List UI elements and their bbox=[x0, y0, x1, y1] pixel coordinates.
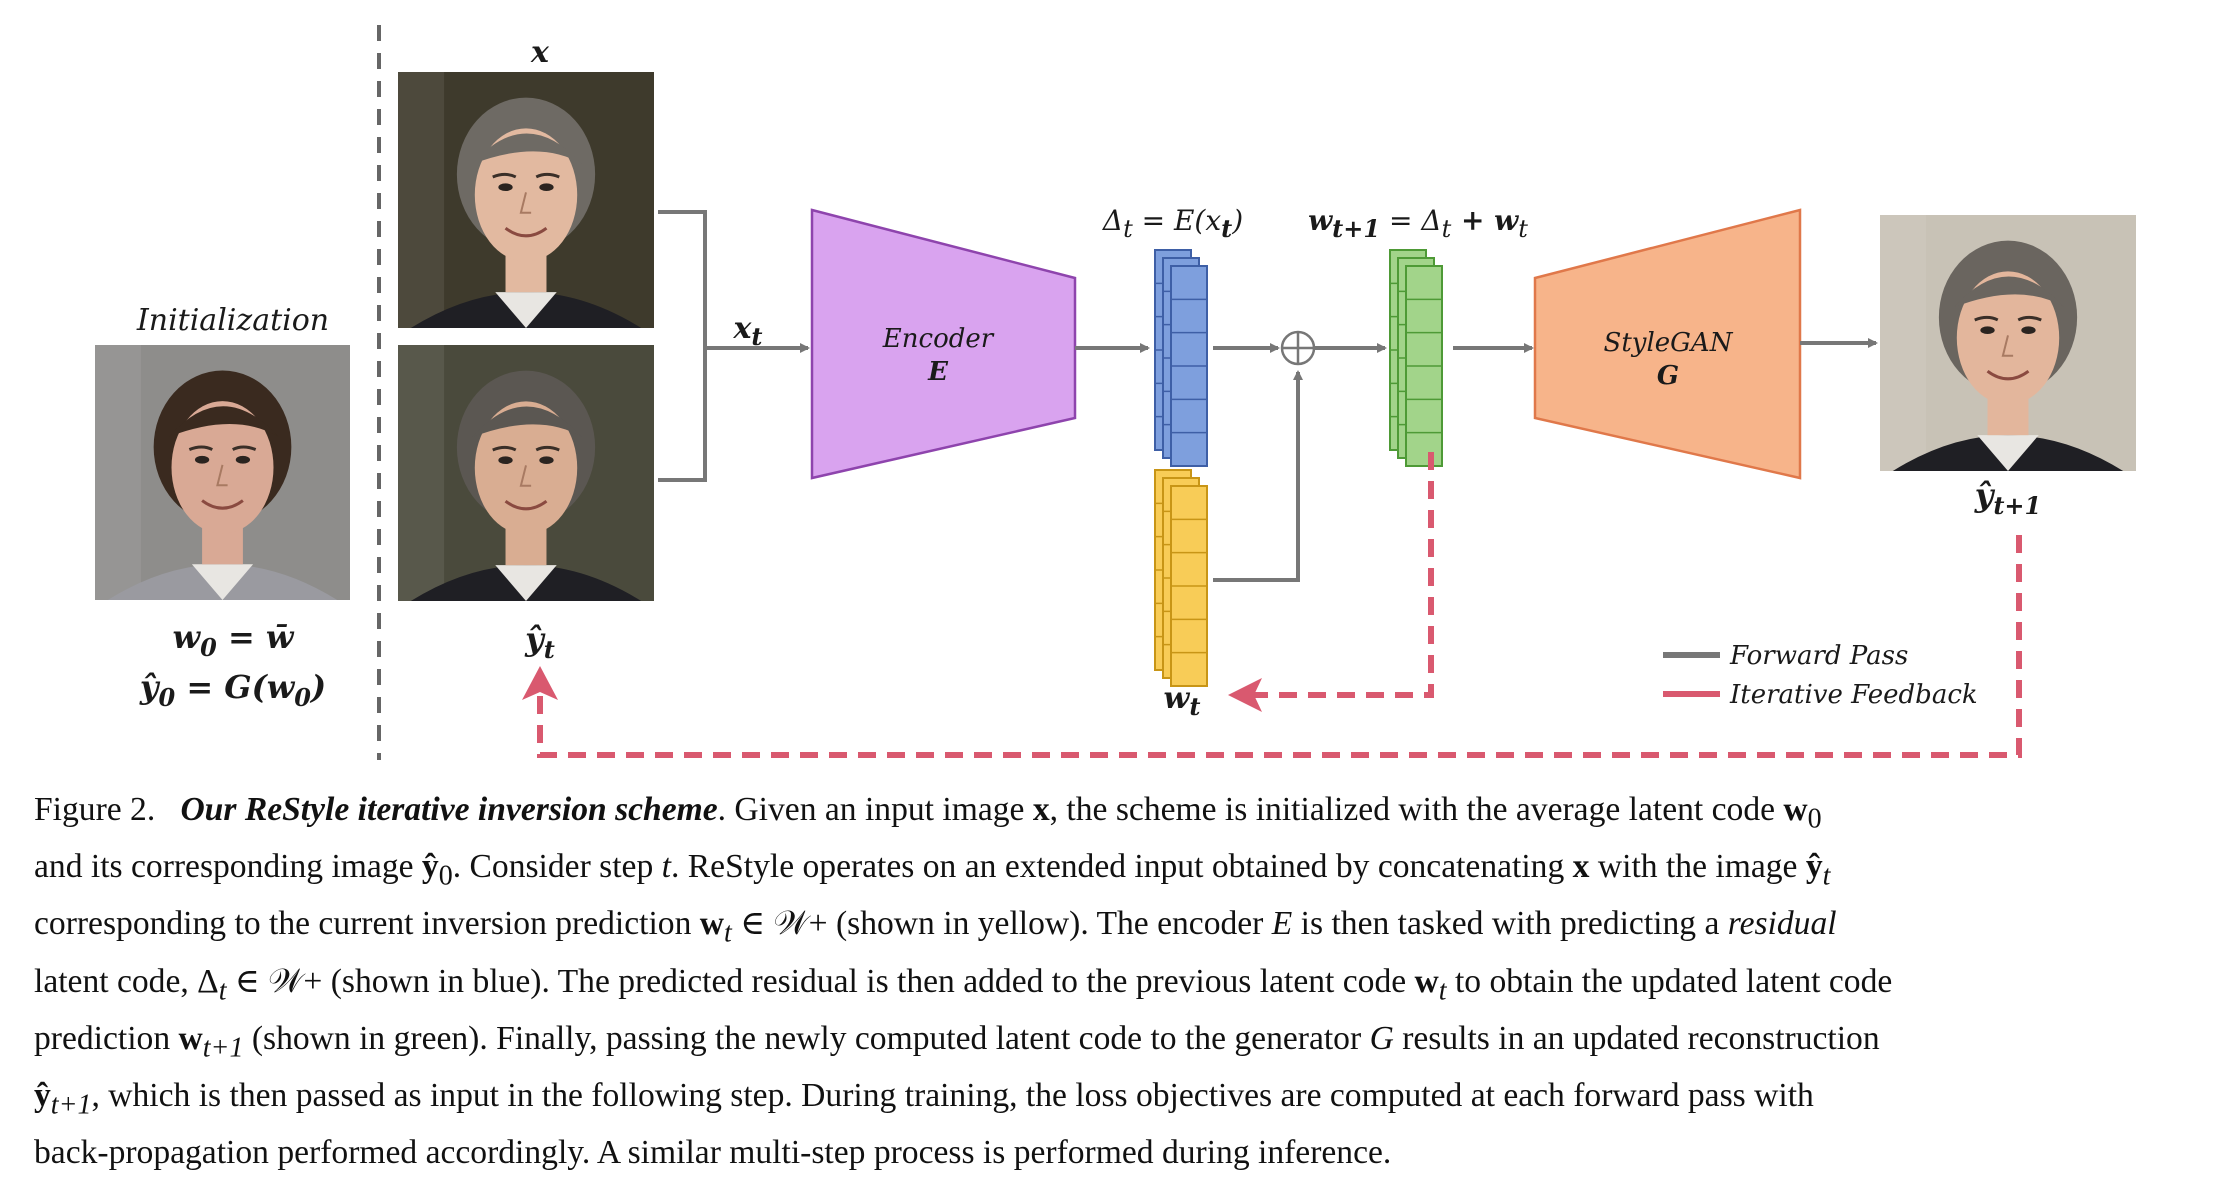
caption-line-6: ŷt+1, which is then passed as input in t… bbox=[34, 1077, 1814, 1121]
average-face-image bbox=[95, 345, 350, 600]
encoder-block bbox=[810, 208, 1077, 480]
init-equation-w0: w0 = w̄ bbox=[173, 618, 295, 662]
output-face-image bbox=[1880, 215, 2136, 471]
concat-label: xt bbox=[733, 311, 763, 351]
feedback-prediction-arrowhead bbox=[522, 666, 558, 700]
caption-line-1: Figure 2. Our ReStyle iterative inversio… bbox=[34, 791, 1822, 835]
prediction-face-image bbox=[398, 345, 654, 601]
generator-block bbox=[1533, 208, 1802, 480]
encoder-name: Encoder bbox=[882, 324, 995, 354]
wt-label: wt bbox=[1164, 681, 1201, 721]
prediction-image-label: ŷt bbox=[524, 620, 555, 664]
input-image-label: x bbox=[530, 35, 550, 70]
caption-line-7: back-propagation performed accordingly. … bbox=[34, 1134, 1392, 1172]
concat-bracket bbox=[658, 210, 707, 482]
caption-line-2: and its corresponding image ŷ0. Consider… bbox=[34, 848, 1831, 892]
legend: Forward Pass Iterative Feedback bbox=[1663, 641, 1978, 710]
wnext-latent-stack bbox=[1389, 249, 1443, 467]
caption-line-3: corresponding to the current inversion p… bbox=[34, 905, 1837, 950]
output-image-label: ŷt+1 bbox=[1974, 476, 2042, 520]
feedback-wnext-to-wt bbox=[1245, 452, 1434, 698]
wnext-latent-card bbox=[1405, 265, 1443, 467]
input-face-image bbox=[398, 72, 654, 328]
legend-forward-label: Forward Pass bbox=[1729, 641, 1908, 671]
wt-to-sum-arrow bbox=[1213, 370, 1303, 582]
wt-latent-stack bbox=[1154, 469, 1208, 687]
sum-node bbox=[1280, 330, 1316, 366]
delta-latent-card bbox=[1170, 265, 1208, 467]
figure-caption: Figure 2. Our ReStyle iterative inversio… bbox=[34, 786, 2194, 1177]
restyle-diagram: Initialization w0 = w̄ ŷ0 = G(w0) x ŷt x… bbox=[95, 25, 2136, 760]
wnext-equation: wt+1 = Δt + wt bbox=[1308, 204, 1528, 243]
initialization-title: Initialization bbox=[136, 303, 329, 338]
generator-name: StyleGAN bbox=[1604, 328, 1734, 358]
caption-line-5: prediction wt+1 (shown in green). Finall… bbox=[34, 1019, 1880, 1064]
feedback-wt-arrowhead bbox=[1228, 678, 1262, 712]
legend-feedback-label: Iterative Feedback bbox=[1729, 680, 1978, 710]
delta-latent-stack bbox=[1154, 249, 1208, 467]
delta-equation: Δt = E(xt) bbox=[1102, 204, 1243, 243]
init-equation-y0: ŷ0 = G(w0) bbox=[139, 668, 326, 712]
caption-line-4: latent code, Δt ∈ 𝒲+ (shown in blue). Th… bbox=[34, 962, 1893, 1007]
wt-latent-card bbox=[1170, 485, 1208, 687]
encoder-symbol: E bbox=[927, 357, 949, 387]
feedback-output-to-prediction bbox=[537, 535, 2022, 758]
generator-symbol: G bbox=[1657, 361, 1679, 391]
